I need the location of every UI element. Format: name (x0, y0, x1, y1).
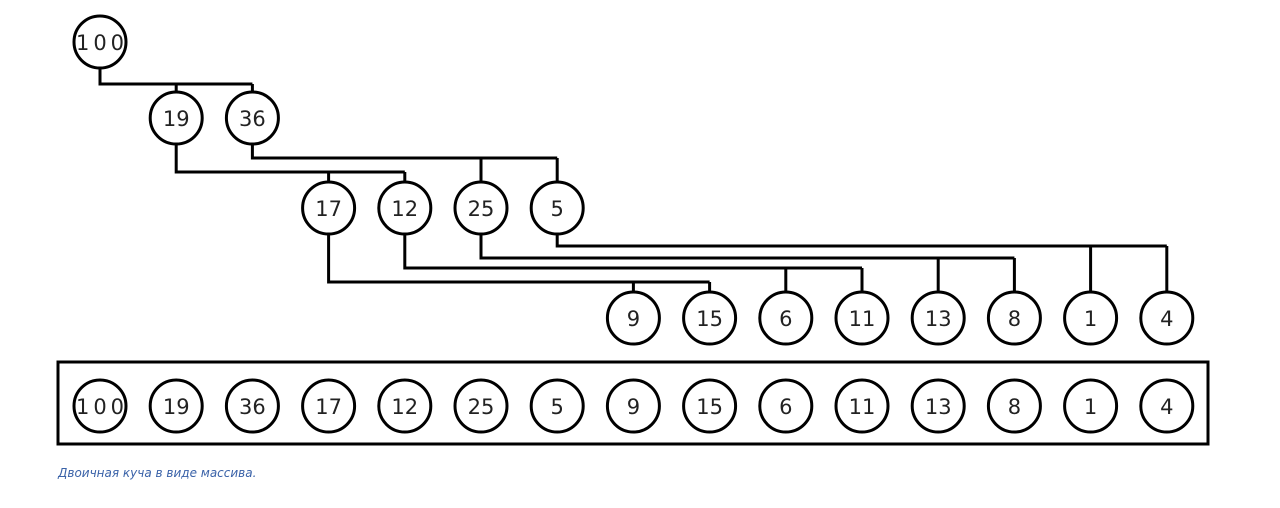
array-cell-17-circle (301, 378, 357, 434)
edge-100 (98, 68, 254, 92)
heap-node-13-circle (910, 290, 966, 346)
heap-node-36-label: 36 (239, 107, 266, 131)
heap-node-9-circle (605, 290, 661, 346)
array-cell-25-label: 25 (468, 395, 495, 419)
array-cell-5-label: 5 (551, 395, 564, 419)
heap-node-8-circle (986, 290, 1042, 346)
heap-node-12-circle (377, 180, 433, 236)
heap-node-1-circle (1063, 290, 1119, 346)
array-cell-6-circle (758, 378, 814, 434)
heap-node-5-circle (529, 180, 585, 236)
edge-5 (555, 234, 1169, 292)
heap-node-25-circle (453, 180, 509, 236)
array-cell-13-label: 13 (925, 395, 952, 419)
heap-node-1-label: 1 (1084, 307, 1097, 331)
heap-node-36-circle (224, 90, 280, 146)
figure-caption: Двоичная куча в виде массива. (58, 466, 257, 480)
edge-19 (174, 144, 407, 182)
heap-node-15-circle (682, 290, 738, 346)
array-cell-15-label: 15 (696, 395, 723, 419)
array-cell-19-circle (148, 378, 204, 434)
array-cell-100-label: 100 (76, 395, 124, 419)
array-cell-4-label: 4 (1160, 395, 1173, 419)
heap-node-9-label: 9 (627, 307, 640, 331)
heap-node-6-label: 6 (779, 307, 792, 331)
array-cell-4-circle (1139, 378, 1195, 434)
heap-node-17-circle (301, 180, 357, 236)
array-cell-8-circle (986, 378, 1042, 434)
array-cell-25-circle (453, 378, 509, 434)
heap-node-19-circle (148, 90, 204, 146)
heap-node-17-label: 17 (315, 197, 342, 221)
heap-node-8-label: 8 (1008, 307, 1021, 331)
edge-25 (479, 234, 1016, 292)
array-cell-8-label: 8 (1008, 395, 1021, 419)
array-cell-100-circle (72, 378, 128, 434)
edge-36 (250, 144, 559, 182)
array-cell-19-label: 19 (163, 395, 190, 419)
array-cell-6-label: 6 (779, 395, 792, 419)
edge-12 (403, 234, 864, 292)
array-cell-9-circle (605, 378, 661, 434)
heap-node-12-label: 12 (391, 197, 418, 221)
array-cell-12-label: 12 (391, 395, 418, 419)
array-cell-5-circle (529, 378, 585, 434)
heap-node-100-label: 100 (76, 31, 124, 55)
edge-17 (327, 234, 712, 292)
heap-node-4-circle (1139, 290, 1195, 346)
heap-node-25-label: 25 (468, 197, 495, 221)
heap-node-19-label: 19 (163, 107, 190, 131)
heap-node-15-label: 15 (696, 307, 723, 331)
array-cell-13-circle (910, 378, 966, 434)
array-cell-1-label: 1 (1084, 395, 1097, 419)
array-cell-36-circle (224, 378, 280, 434)
heap-node-6-circle (758, 290, 814, 346)
heap-node-13-label: 13 (925, 307, 952, 331)
array-cell-12-circle (377, 378, 433, 434)
heap-node-4-label: 4 (1160, 307, 1173, 331)
heap-node-11-circle (834, 290, 890, 346)
array-cell-15-circle (682, 378, 738, 434)
array-cell-11-circle (834, 378, 890, 434)
array-cell-1-circle (1063, 378, 1119, 434)
heap-node-100-circle (72, 14, 128, 70)
array-cell-11-label: 11 (849, 395, 876, 419)
array-cell-9-label: 9 (627, 395, 640, 419)
heap-node-5-label: 5 (551, 197, 564, 221)
array-cell-36-label: 36 (239, 395, 266, 419)
heap-node-11-label: 11 (849, 307, 876, 331)
array-cell-17-label: 17 (315, 395, 342, 419)
